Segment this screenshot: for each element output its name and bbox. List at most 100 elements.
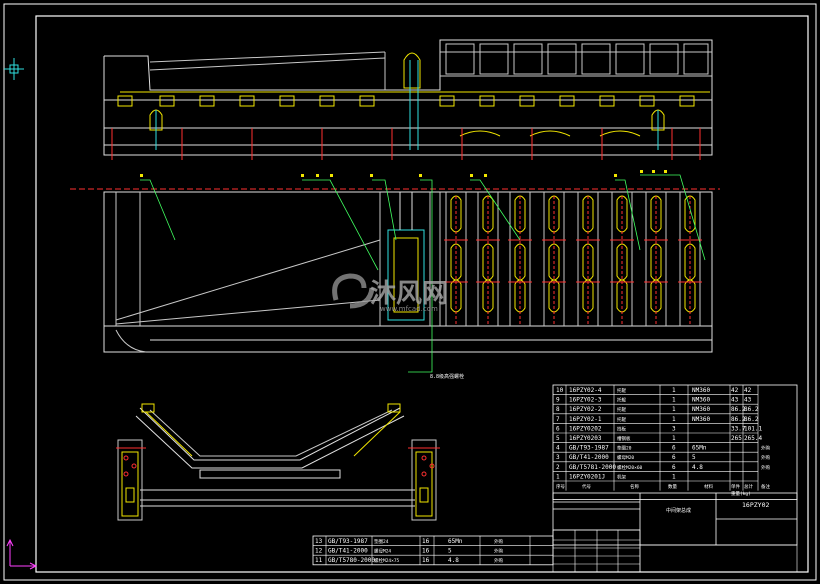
cell-material: 5 [692, 454, 696, 461]
cell-qty: 6 [672, 464, 676, 471]
idler-column-group [444, 192, 702, 326]
cell-material: 65Mn [448, 538, 463, 545]
header-w2: 总计 [744, 483, 753, 490]
idler-column [644, 192, 668, 326]
cell-code: GB/T41-2000 [328, 548, 368, 555]
idler-column [542, 192, 566, 326]
cell-no: 6 [556, 425, 560, 432]
outer-frame [3, 3, 817, 581]
cell-w2: 86.2 [744, 406, 759, 413]
cell-no: 3 [556, 454, 560, 461]
cell-material: NM360 [692, 416, 710, 423]
cell-name: 托辊 [617, 387, 626, 394]
idler-column [508, 192, 532, 326]
cell-material: NM360 [692, 406, 710, 413]
cell-qty: 1 [672, 387, 676, 394]
cell-qty: 6 [672, 445, 676, 452]
cell-w1: 86.2 [731, 406, 746, 413]
cell-w1: 42 [731, 387, 739, 394]
cell-material: 65Mn [692, 445, 707, 452]
cell-note: 外购 [494, 538, 503, 545]
watermark-brand: 沐风网 [370, 279, 448, 309]
cell-note: 外购 [494, 548, 503, 555]
cell-no: 9 [556, 397, 560, 404]
side-elevation-view [103, 39, 713, 160]
cell-name: 螺母M20 [617, 454, 634, 461]
cell-w2: 265.4 [744, 435, 762, 442]
cell-note: 外购 [761, 445, 770, 452]
cell-w2: 43 [744, 397, 752, 404]
cell-name: 螺母M24 [374, 548, 391, 555]
cell-qty: 1 [672, 406, 676, 413]
header-no: 序号 [556, 483, 565, 490]
idler-column [576, 192, 600, 326]
ucs-axis-icon [6, 538, 38, 570]
cell-name: 螺栓M20×60 [617, 464, 643, 471]
header-weight: 重量(kg) [731, 490, 751, 497]
cell-code: 16PZY02-3 [569, 397, 602, 404]
cell-name: 托辊 [617, 416, 626, 423]
cell-material: 5 [448, 548, 452, 555]
cell-no: 2 [556, 464, 560, 471]
bolt-leader-note: 8.8级高强螺栓 [430, 373, 464, 380]
cell-note: 外购 [761, 454, 770, 461]
header-note: 备注 [761, 483, 770, 490]
header-material: 材料 [704, 483, 713, 490]
header-name: 名称 [630, 483, 639, 490]
cell-qty: 1 [672, 397, 676, 404]
plan-view [103, 191, 713, 353]
idler-column [476, 192, 500, 326]
cell-qty: 16 [422, 557, 430, 564]
cell-note: 外购 [494, 557, 503, 564]
cell-qty: 1 [672, 435, 676, 442]
cell-code: 16PZY0202 [569, 425, 602, 432]
cell-code: 16PZY0201J [569, 473, 605, 480]
cell-code: 16PZY02-1 [569, 416, 602, 423]
cell-w2: 101.1 [744, 425, 762, 432]
cell-code: GB/T5781-2000 [569, 464, 616, 471]
cell-no: 8 [556, 406, 560, 413]
cross-section-view [116, 403, 440, 521]
cell-qty: 16 [422, 538, 430, 545]
header-qty: 数量 [668, 483, 677, 490]
cell-name: 垫圈20 [617, 445, 632, 452]
cell-name: 螺栓M24×75 [374, 557, 400, 564]
cell-material: 4.8 [448, 557, 459, 564]
cell-name: 托辊 [617, 406, 626, 413]
cell-w2: 86.2 [744, 416, 759, 423]
cell-no: 4 [556, 445, 560, 452]
cell-qty: 1 [672, 416, 676, 423]
cell-code: GB/T41-2000 [569, 454, 609, 461]
cell-no: 7 [556, 416, 560, 423]
watermark-url: www.mfcad.com [380, 305, 438, 313]
cell-code: 16PZY02-4 [569, 387, 602, 394]
cell-w2: 42 [744, 387, 752, 394]
parts-table-frame [552, 384, 798, 500]
leader-lines [140, 174, 706, 373]
cell-no: 11 [315, 557, 323, 564]
cell-name: 挡板 [617, 425, 626, 432]
cell-no: 5 [556, 435, 560, 442]
cell-qty: 3 [672, 425, 676, 432]
cell-w1: 86.2 [731, 416, 746, 423]
cell-w1: 265 [731, 435, 742, 442]
cell-qty: 6 [672, 454, 676, 461]
header-code: 代号 [582, 483, 591, 490]
cell-name: 垫圈24 [374, 538, 389, 545]
cell-qty: 1 [672, 473, 676, 480]
idler-column [444, 192, 468, 326]
inner-border [35, 15, 809, 573]
cell-material: NM360 [692, 387, 710, 394]
cell-note: 外购 [761, 464, 770, 471]
cell-code: GB/T5780-2000 [328, 557, 375, 564]
